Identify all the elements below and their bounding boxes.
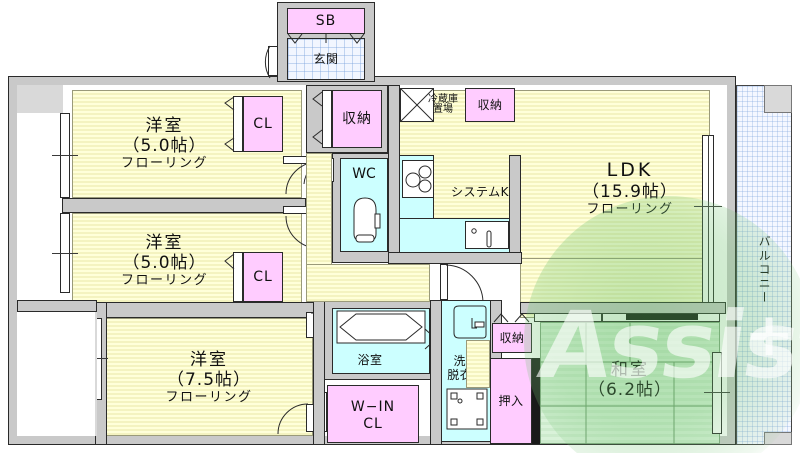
wall-bottom-left-step <box>17 300 97 312</box>
partition-bed2-bed3 <box>95 302 320 318</box>
toilet-icon <box>353 197 381 243</box>
shoe-box <box>287 8 365 34</box>
tatami-mat-lines <box>540 322 720 444</box>
ldk-door-leaf[interactable] <box>440 264 448 300</box>
balcony-right <box>736 85 792 445</box>
storage-hall <box>492 323 532 353</box>
wall-washitsu-top <box>520 302 726 314</box>
walkin-closet <box>327 385 419 443</box>
ldk-window-mullion2 <box>708 135 709 307</box>
partition-bed1-bed2 <box>62 198 306 213</box>
closet-cl2 <box>243 252 283 302</box>
window-bed2-mullion <box>52 253 78 254</box>
corridor-upper <box>306 153 332 265</box>
kitchen-counter-edge <box>509 155 521 255</box>
corner-white-bottom-left <box>17 312 95 436</box>
oshiire <box>490 358 532 444</box>
washitsu-window <box>712 352 722 434</box>
storage-entry <box>332 90 382 148</box>
storage-entry-door-symbols <box>312 91 323 145</box>
cooktop-burners-icon <box>405 165 432 193</box>
ldk-door-swing <box>445 264 484 303</box>
storage-entry-door-track <box>322 90 332 148</box>
bathtub-icon <box>336 310 426 344</box>
balcony-right-bottom-cap <box>764 432 792 445</box>
closet-cl1-door-symbols <box>224 96 235 152</box>
corridor-main <box>306 264 430 302</box>
balcony-right-top-cap <box>764 85 792 113</box>
cooktop <box>402 160 434 198</box>
fridge-cross-icon <box>400 88 434 122</box>
entrance-door-leaf[interactable] <box>268 46 278 76</box>
kitchen-faucet-icon <box>471 228 492 248</box>
storage-hall-door-symbols <box>493 313 530 323</box>
room-bed3 <box>105 318 313 436</box>
entrance-floor <box>287 38 365 80</box>
window-bed3-mullion <box>86 358 108 359</box>
closet-cl2-door-track <box>233 252 243 302</box>
oshiire-door-track <box>532 358 540 444</box>
washing-machine-pan-icon <box>446 388 488 430</box>
wall-washroom-left <box>430 300 442 445</box>
washitsu-fusuma-dark <box>626 313 698 320</box>
window-bed1-mullion <box>52 155 78 156</box>
shoe-box-door-symbols <box>287 34 365 44</box>
storage-ldk <box>465 88 515 122</box>
closet-cl1 <box>243 96 283 152</box>
wall-corridor-vertical <box>313 300 325 445</box>
wall-kitchen-hall-bottom <box>388 252 522 264</box>
washroom-corridor-strip <box>466 340 490 388</box>
closet-cl1-door-track <box>233 96 243 152</box>
washitsu-window-mullion <box>704 392 730 393</box>
closet-cl2-door-symbols <box>224 253 235 270</box>
vanity-icon <box>453 305 487 339</box>
bed3-door-swing <box>277 403 309 435</box>
corner-fill-top-left <box>17 85 63 113</box>
wall-kitchen-hall <box>388 85 400 257</box>
entrance-door-swing <box>264 45 271 79</box>
